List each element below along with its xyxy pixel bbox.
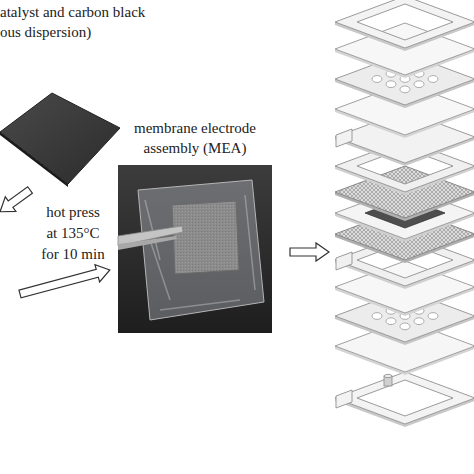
panel-heading: membrane electrode assembly (MEA) (118, 118, 272, 158)
carbon-sheet (0, 93, 120, 184)
sheet (335, 23, 474, 78)
end-plate (335, 372, 474, 427)
step-label: atalyst and carbon black ous dispersion) (0, 2, 155, 42)
process-arrow (0, 183, 35, 219)
photo-panel: membrane electrode assembly (MEA) (118, 118, 272, 333)
cell-stack (335, 0, 474, 427)
sheet (335, 261, 474, 316)
step-label: hot press at 135°C for 10 min (40, 202, 106, 265)
end-plate (335, 0, 474, 51)
sheet-edge (0, 132, 68, 187)
process-arrow (18, 261, 112, 302)
mea-photo (118, 165, 272, 333)
process-arrow (290, 243, 329, 261)
